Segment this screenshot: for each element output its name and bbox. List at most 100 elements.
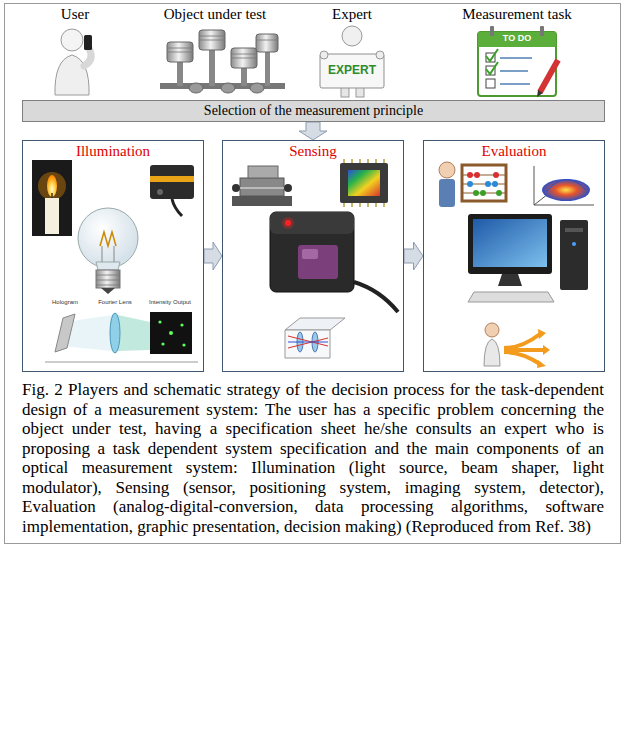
light-bulb-picture-part [102,246,114,262]
hologram-setup-picture-part [161,342,164,345]
abacus-person-picture-part [467,181,473,187]
todo-calendar-icon-part [490,26,494,36]
positioning-stage-picture-part [236,187,288,189]
computer-picture [468,214,588,302]
decision-person-picture-part [484,339,500,366]
todo-calendar-icon-part [500,58,532,84]
hologram-setup-picture-part [180,323,183,326]
computer-picture-part [560,220,588,290]
hologram-setup-picture-part [55,314,75,352]
camera-chip-picture-part [348,170,380,196]
hologram-setup-picture-part [110,313,120,353]
todo-calendar-icon-part [540,60,558,92]
todo-calendar-icon-part [478,32,556,47]
optical-sensor-picture-part [282,217,294,229]
light-bulb-picture-part [96,275,120,285]
positioning-stage-picture-part [232,184,240,192]
todo-calendar-icon-part [486,79,495,88]
positioning-stage-picture [232,166,292,206]
todo-calendar-icon-part [486,62,498,74]
setup-label: Hologram [52,299,78,306]
positioning-stage-picture-part [240,178,284,196]
engine-icon-part [241,68,247,86]
surface-plot-picture-part [542,179,590,201]
hologram-setup-picture-part [150,312,192,354]
laser-module-picture-part [172,199,182,216]
decision-person-picture-part [537,329,550,368]
expert-icon-part [320,54,384,88]
player-label: Object under test [164,6,266,23]
expert-icon-part [376,51,384,59]
laser-module-picture-part [157,189,163,195]
abacus-person-picture-part [439,179,455,207]
decision-person-picture [484,323,550,368]
expert-icon-part [320,51,328,59]
light-bulb-picture [78,208,138,294]
camera-chip-picture-part [344,159,384,207]
todo-calendar-icon-part [486,49,498,61]
laser-module-picture [150,165,194,216]
principle-band: Selection of the measurement principle [22,100,605,122]
engine-icon-part [221,83,235,93]
optical-sensor-picture-part [285,220,291,226]
candle-picture-part [45,198,59,234]
player-label: User [61,6,89,23]
computer-picture-part [468,214,552,274]
imaging-optics-picture-part [285,318,345,330]
light-bulb-picture-part [78,208,138,268]
user-icon-part [84,35,92,50]
abacus-person-picture-part [492,181,498,187]
camera-chip-picture [340,159,388,207]
block-arrow [204,242,222,270]
light-bulb-picture-part [100,232,116,246]
engine-icon-part [265,52,270,86]
engine-icon-part [167,36,278,58]
user-icon [55,29,92,95]
abacus-person-picture-part [474,172,480,178]
laser-module-picture-part [150,176,194,182]
user-icon-part [61,29,83,51]
todo-calendar-icon [478,26,558,97]
abacus-person-picture-part [485,181,491,187]
abacus-person-picture-part [473,190,479,196]
light-bulb-picture-part [101,288,115,294]
light-bulb-picture-part [96,262,120,270]
computer-picture-part [468,292,554,302]
candle-picture-part [32,160,72,236]
abacus-person-picture-part [493,172,499,178]
hologram-setup-picture [45,312,198,362]
decision-person-picture-part [504,334,544,364]
imaging-optics-picture-part [288,336,328,348]
band-text: Selection of the measurement principle [23,101,604,121]
engine-icon [160,30,285,93]
abacus-person-picture-part [467,172,473,178]
calendar-text: TO DO [503,33,531,43]
setup-label: Fourier Lens [98,299,132,306]
abacus-person-picture-part [462,165,506,201]
panel-title: Illumination [23,141,203,160]
computer-picture-part [473,219,547,267]
player-label: Expert [332,6,372,23]
setup-label: Intensity Output [149,299,191,306]
laser-module-picture-part [150,165,194,199]
surface-plot-picture-part [546,179,586,192]
engine-icon-part [209,50,215,86]
user-icon-part [84,48,91,66]
hologram-setup-picture-part [118,315,150,351]
abacus-person-picture [439,162,506,207]
engine-icon-part [256,34,278,52]
camera-chip-picture-part [340,163,388,203]
optical-sensor-picture [270,212,398,312]
engine-icon-part [250,83,264,93]
computer-picture-part [565,228,583,232]
expert-icon [320,26,384,97]
panel-title: Evaluation [424,141,604,160]
hologram-setup-picture-part [182,343,185,346]
player-label: Measurement task [462,6,572,23]
imaging-optics-picture-part [285,330,330,358]
optical-sensor-picture-part [354,282,398,312]
panel-title: Sensing [223,141,403,160]
abacus-person-picture-part [480,190,486,196]
stage-panel: Sensing [222,140,404,372]
